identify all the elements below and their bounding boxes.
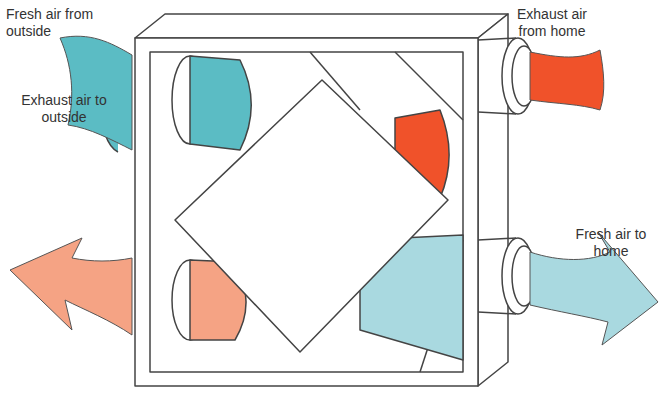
flow-label: Exhaust air from home: [502, 6, 602, 40]
flow-label: Exhaust air to outside: [4, 92, 124, 126]
flow-label: Fresh air to home: [566, 226, 656, 260]
flow-label: Fresh air from outside: [6, 6, 124, 40]
